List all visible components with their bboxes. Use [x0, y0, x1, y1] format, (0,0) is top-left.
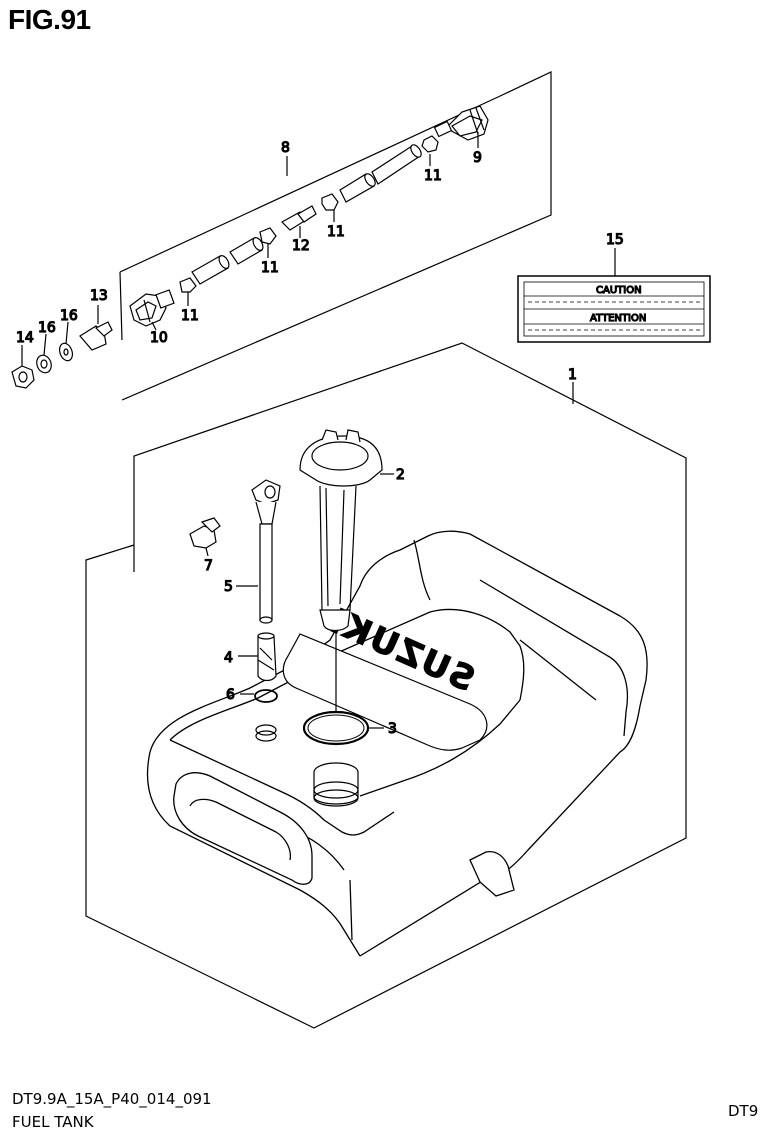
callout-13: 13 — [90, 288, 108, 304]
fuel-gauge-2 — [299, 429, 394, 712]
callout-7: 7 — [204, 558, 213, 574]
fuel-pickup-5 — [236, 479, 281, 624]
diagram-code: DT9.9A_15A_P40_014_091 — [12, 1090, 212, 1108]
hose-clamp-11-lower — [259, 227, 277, 245]
callout-5: 5 — [224, 579, 233, 595]
suzuki-plaque — [282, 633, 488, 751]
callout-14: 14 — [16, 330, 34, 346]
washer-16a — [36, 354, 52, 374]
label-card-15 — [517, 248, 711, 343]
callout-10: 10 — [150, 330, 168, 346]
o-ring-6 — [240, 689, 278, 703]
diagram-name: FUEL TANK — [12, 1113, 94, 1131]
callout-9: 9 — [473, 150, 482, 166]
figure-title: FIG.91 — [8, 4, 91, 35]
fuel-tank-body — [146, 530, 648, 957]
vent-seat — [255, 724, 277, 742]
callout-11-d: 11 — [181, 308, 199, 324]
hose-clamp-11-left — [179, 277, 197, 293]
callout-1: 1 — [568, 367, 577, 383]
callout-16-b: 16 — [60, 308, 78, 324]
fuel-connector-9 — [433, 105, 489, 141]
tank-frame — [85, 342, 687, 1029]
fitting-13 — [79, 321, 113, 351]
joint-12 — [281, 205, 317, 231]
callout-11-a: 11 — [424, 168, 442, 184]
fitting-7 — [189, 517, 221, 557]
primer-connector-10 — [129, 289, 175, 327]
callout-8: 8 — [281, 140, 290, 156]
callout-11-b: 11 — [327, 224, 345, 240]
fuel-fill-neck — [313, 762, 359, 807]
nut-14 — [11, 365, 35, 389]
model-tag: DT9 — [728, 1102, 759, 1120]
callout-2: 2 — [396, 467, 405, 483]
fuel-hose-upper — [339, 144, 422, 203]
callout-12: 12 — [292, 238, 310, 254]
label-caution: CAUTION — [596, 285, 642, 296]
callout-4: 4 — [224, 650, 233, 666]
hose-clamp-11-top — [421, 135, 439, 153]
callout-15: 15 — [606, 232, 624, 248]
hose-kit-leaders — [21, 132, 479, 366]
vent-screw-4 — [238, 632, 277, 682]
callout-16-a: 16 — [38, 320, 56, 336]
fuel-hose-lower — [191, 237, 264, 285]
hose-kit-frame — [119, 71, 552, 401]
hose-clamp-11-mid — [321, 193, 339, 211]
label-attention: ATTENTION — [590, 313, 646, 324]
washer-16b — [58, 342, 74, 362]
callout-11-c: 11 — [261, 260, 279, 276]
callout-3: 3 — [388, 721, 397, 737]
callout-6: 6 — [226, 687, 235, 703]
